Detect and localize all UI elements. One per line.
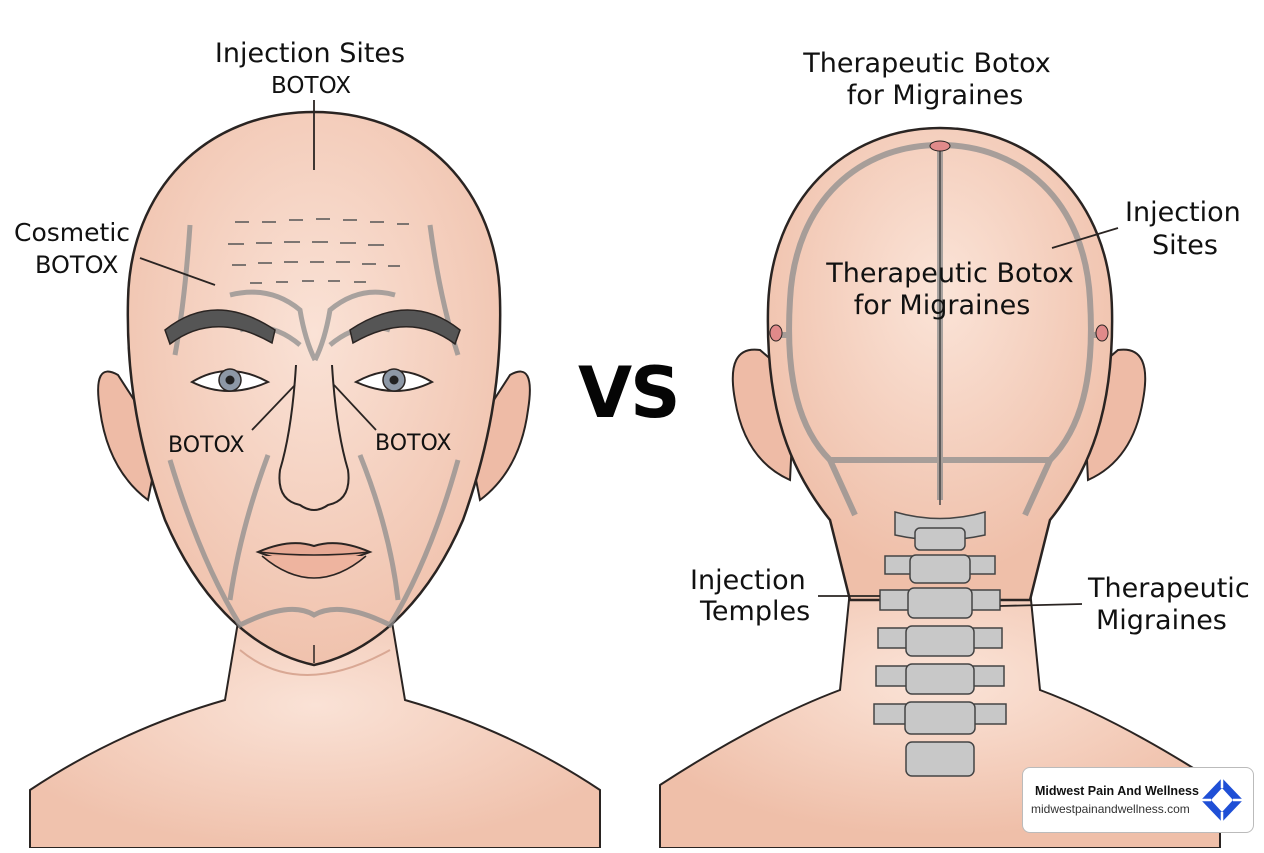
- right-eye: [353, 368, 435, 392]
- brand-name: Midwest Pain And Wellness: [1035, 784, 1199, 798]
- forehead-wrinkle-marks: [228, 218, 409, 284]
- cervical-spine: [873, 511, 1007, 777]
- brand-badge[interactable]: Midwest Pain And Wellness midwestpainand…: [1022, 767, 1254, 833]
- left-pointer-lines: [139, 100, 377, 431]
- cosmetic-label-line1: Cosmetic: [14, 218, 131, 247]
- botox-left-label: BOTOX: [168, 433, 245, 458]
- injection-sites-line1: Injection: [1125, 197, 1241, 228]
- right-title-line1: Therapeutic Botox: [803, 48, 1051, 79]
- vs-label: VS: [578, 352, 681, 434]
- injection-temples-line1: Injection: [690, 565, 806, 596]
- neck-shoulders: [29, 609, 601, 849]
- therapeutic-migraines-line1: Therapeutic: [1088, 573, 1250, 604]
- right-eyebrow: [349, 309, 461, 346]
- head-front: [126, 110, 502, 667]
- back-head-figure: [659, 126, 1221, 849]
- front-face-figure: [29, 100, 601, 849]
- injection-temples-line2: Temples: [700, 596, 811, 627]
- mouth: [255, 542, 373, 579]
- botox-right-label: BOTOX: [375, 431, 452, 456]
- injection-sites-line2: Sites: [1152, 230, 1218, 261]
- therapeutic-migraines-line2: Migraines: [1096, 605, 1227, 636]
- left-ear: [97, 370, 162, 502]
- right-title-line2: for Migraines: [846, 80, 1024, 111]
- right-ear: [466, 370, 531, 502]
- center-label-line1: Therapeutic Botox: [826, 258, 1074, 289]
- cosmetic-label-line2: BOTOX: [35, 251, 119, 279]
- center-label-line2: for Migraines: [853, 290, 1031, 321]
- brand-logo-icon: [1201, 778, 1243, 822]
- left-title-line1: Injection Sites: [214, 38, 406, 69]
- nose: [278, 364, 350, 511]
- brand-url[interactable]: midwestpainandwellness.com: [1031, 802, 1190, 816]
- left-title-line2: BOTOX: [271, 73, 351, 99]
- right-pointer-lines: [818, 227, 1119, 607]
- left-eye: [189, 368, 271, 392]
- left-eyebrow: [164, 309, 276, 346]
